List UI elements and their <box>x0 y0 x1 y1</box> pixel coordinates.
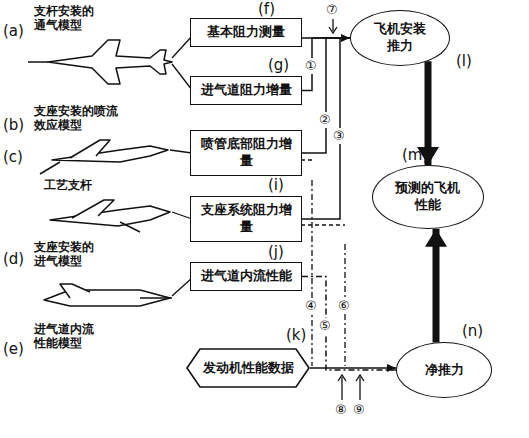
connector <box>302 38 350 219</box>
dashed-line <box>301 159 312 160</box>
connector <box>302 277 396 371</box>
result-oval: 净推力 <box>396 342 492 398</box>
connector <box>302 38 350 153</box>
input-arrow <box>359 377 360 400</box>
callout-number: ① <box>304 58 318 74</box>
part-letter: (f) <box>258 0 275 18</box>
node-text: 支座系统阻力增量 <box>196 202 296 236</box>
process-box: 喷管底部阻力增量 <box>190 130 302 176</box>
node-text: 发动机性能数据 <box>203 360 294 377</box>
part-label: 支杆安装的通气模型 <box>34 4 104 33</box>
dashed-line <box>311 180 312 366</box>
callout-number: ⑤ <box>318 318 332 334</box>
wing <box>72 200 114 218</box>
callout-number: ⑨ <box>352 402 366 418</box>
node-text: 喷管底部阻力增量 <box>196 136 296 170</box>
part-letter: (j) <box>268 243 284 261</box>
inlet-model <box>50 206 170 226</box>
arrowhead <box>329 27 337 33</box>
process-box: 进气道内流性能 <box>190 262 302 291</box>
part-label: 支座安装的喷流效应模型 <box>34 104 124 133</box>
callout-number: ③ <box>332 128 346 144</box>
process-sting-model <box>52 146 168 162</box>
fin <box>60 284 90 298</box>
callout-number: ⑦ <box>325 2 339 18</box>
part-letter: (m) <box>402 146 428 164</box>
sting <box>28 61 48 63</box>
result-oval: 预测的飞机性能 <box>372 165 484 229</box>
connector <box>310 367 396 369</box>
callout-number: ⑥ <box>337 298 351 314</box>
node-text: 基本阻力测量 <box>207 24 285 41</box>
node-text: 飞机安装推力 <box>369 21 432 55</box>
part-letter: (i) <box>268 176 284 194</box>
process-box: 进气道阻力增量 <box>190 76 302 105</box>
part-letter: (k) <box>286 326 306 344</box>
part-letter: (g) <box>268 56 289 74</box>
data-hexagon: 发动机性能数据 <box>186 348 310 388</box>
support <box>40 162 60 174</box>
fighter-model <box>48 40 172 84</box>
node-text: 进气道阻力增量 <box>201 82 292 99</box>
wing <box>70 140 110 158</box>
leader-line <box>172 64 192 90</box>
part-letter: (a) <box>3 22 24 40</box>
part-label: 工艺支杆 <box>44 178 92 192</box>
callout-number: ④ <box>304 298 318 314</box>
arrowhead <box>356 375 364 381</box>
part-letter: (c) <box>3 148 23 166</box>
process-box: 支座系统阻力增量 <box>190 196 302 242</box>
arrowhead <box>338 375 346 381</box>
callout-number: ⑧ <box>334 402 348 418</box>
input-arrow <box>341 377 342 400</box>
part-label: 支座安装的进气模型 <box>34 240 104 269</box>
input-arrow <box>332 19 333 31</box>
leader-line <box>172 36 192 58</box>
part-letter: (n) <box>462 322 483 340</box>
support <box>120 222 140 232</box>
part-letter: (d) <box>3 250 24 268</box>
node-text: 预测的飞机性能 <box>393 180 463 214</box>
result-oval: 飞机安装推力 <box>350 10 450 66</box>
node-text: 净推力 <box>425 362 464 379</box>
block-arrow <box>433 229 440 343</box>
leader-line <box>172 278 192 296</box>
node-text: 进气道内流性能 <box>201 268 292 285</box>
dashed-line <box>301 224 345 225</box>
callout-number: ② <box>318 112 332 128</box>
process-box: 基本阻力测量 <box>190 18 302 47</box>
leader-line <box>172 212 192 219</box>
duct-axis <box>140 297 172 299</box>
part-letter: (e) <box>3 340 24 358</box>
part-label: 进气道内流性能模型 <box>34 322 104 351</box>
part-letter: (l) <box>456 52 472 70</box>
leader-line <box>170 150 192 153</box>
hexagon-shape <box>187 349 309 387</box>
part-letter: (b) <box>3 116 24 134</box>
